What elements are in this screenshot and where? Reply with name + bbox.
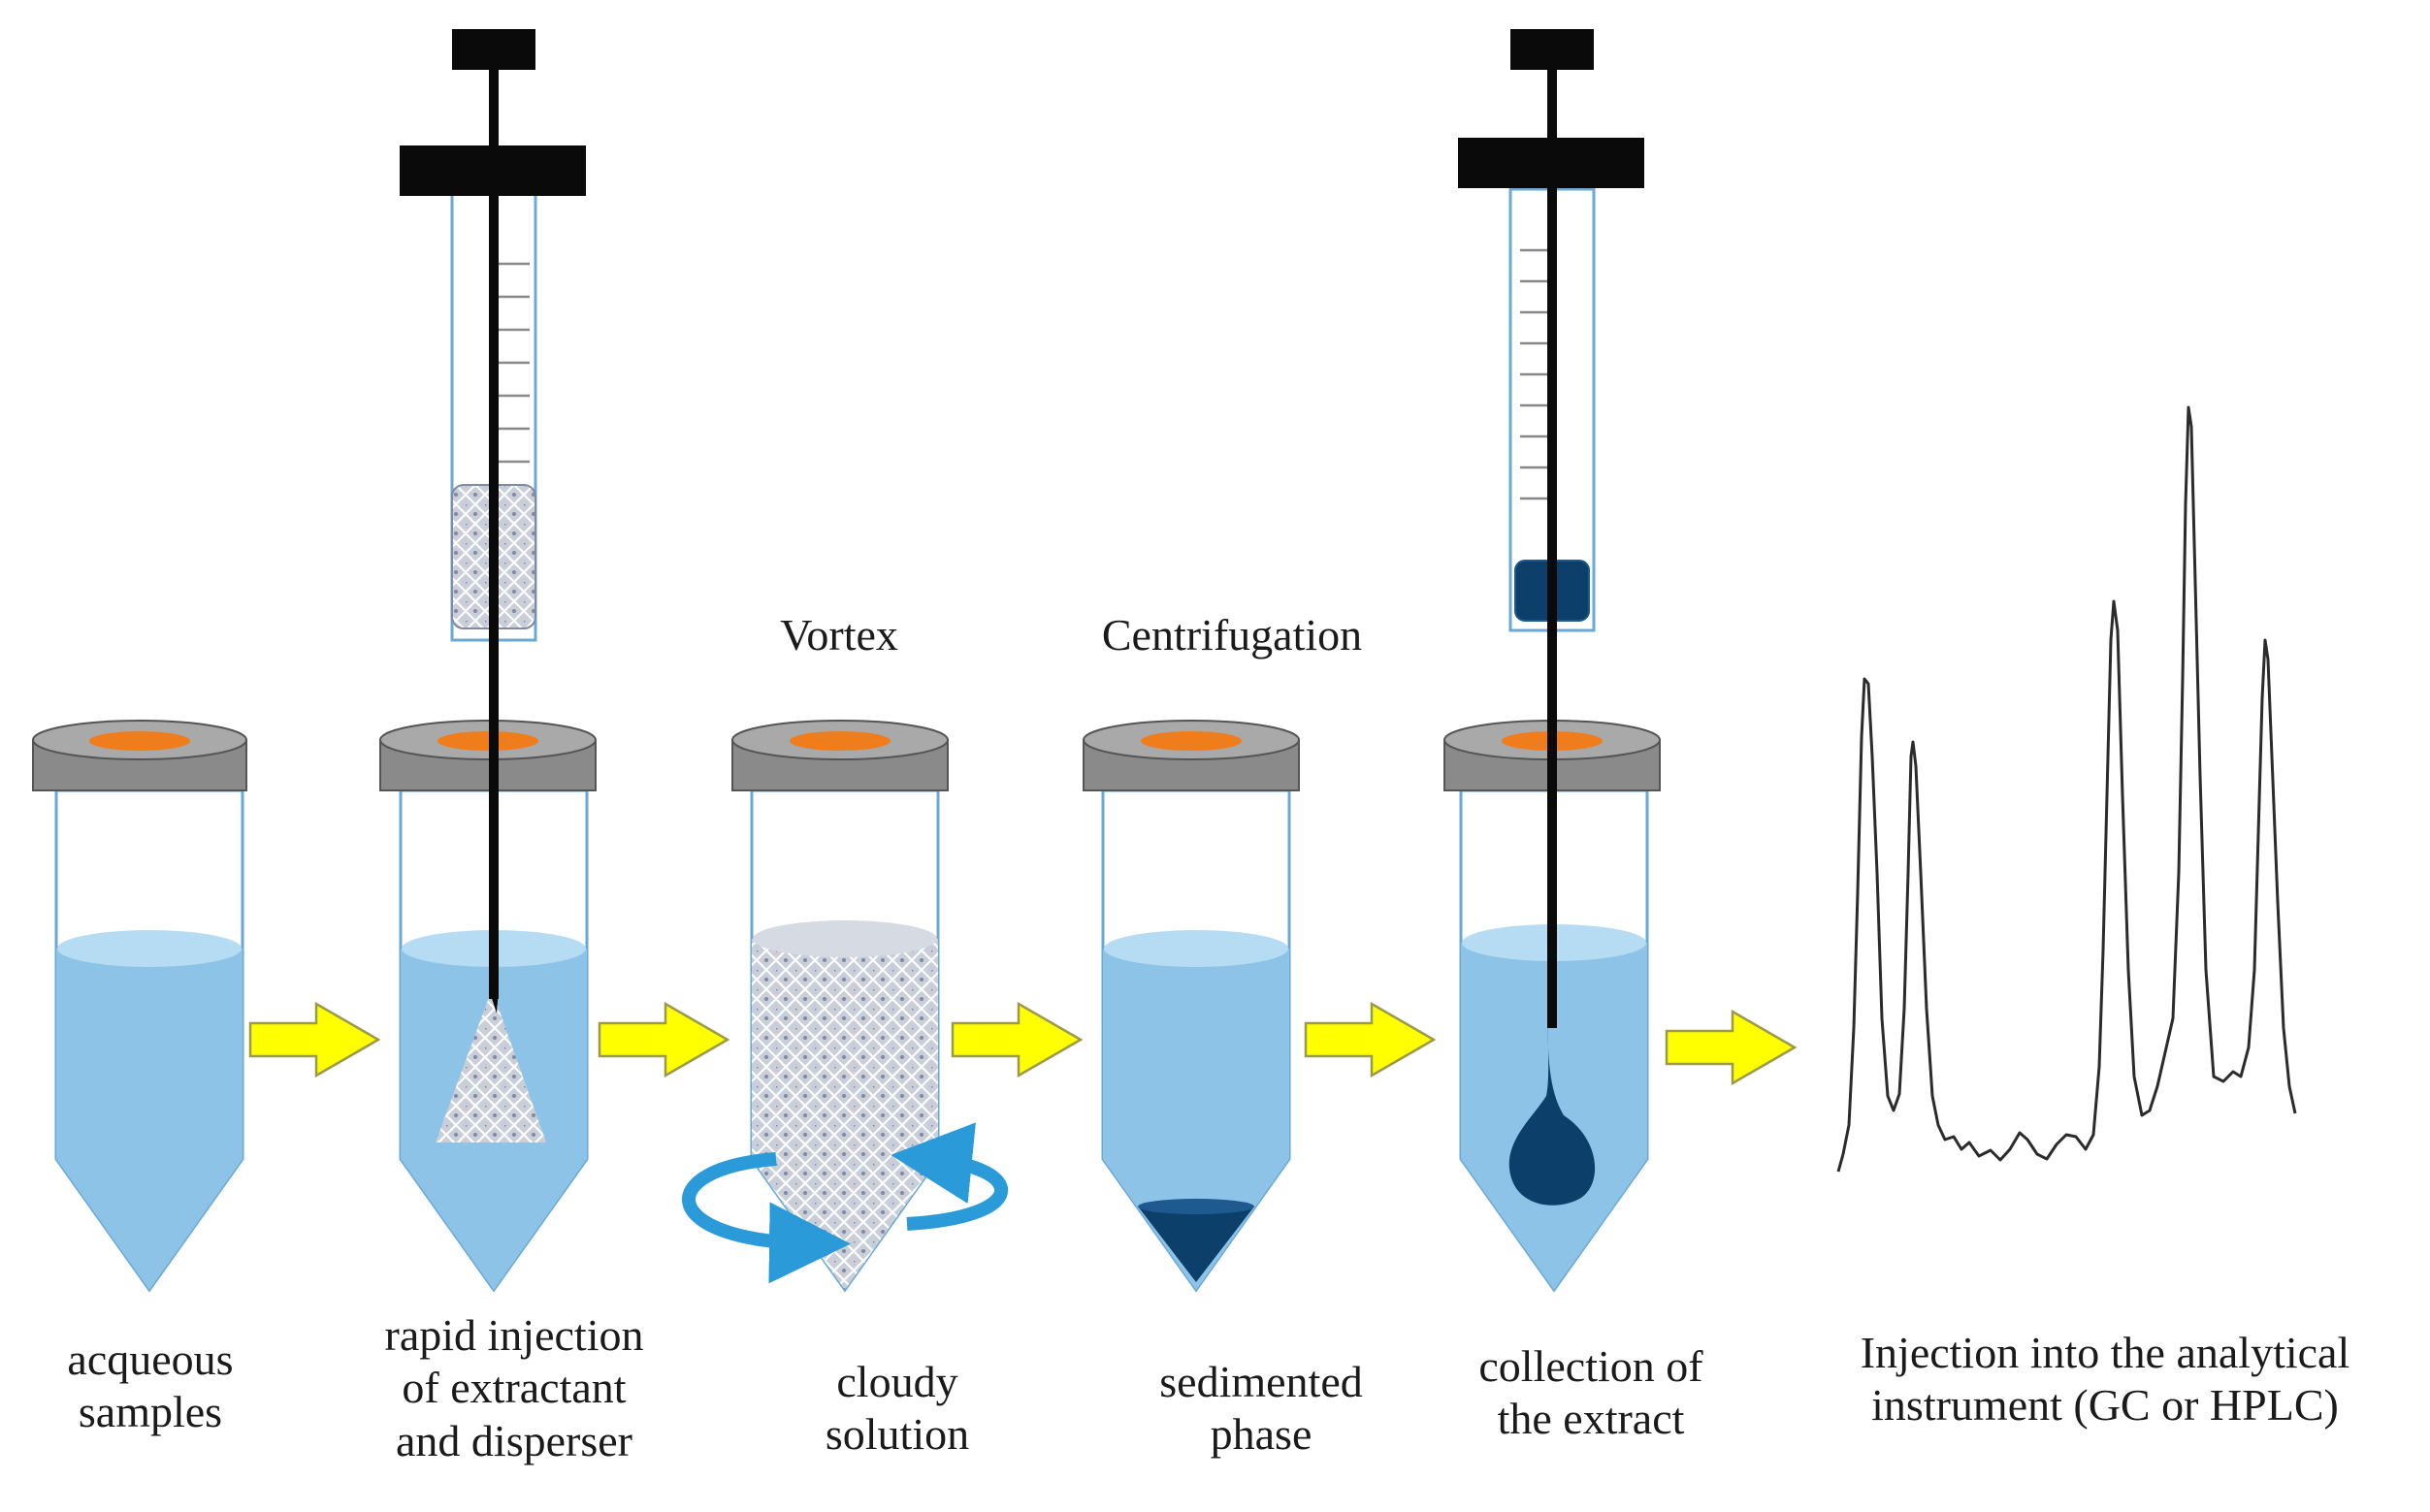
- flow-arrow-3: [951, 1001, 1084, 1078]
- flow-arrow-1: [248, 1001, 381, 1078]
- flow-arrow-2: [598, 1001, 730, 1078]
- syringe-1-flange: [400, 145, 586, 196]
- tube-1-liquid: [56, 949, 243, 1290]
- syringe-1-scale: [497, 262, 530, 464]
- vortex-label: Vortex: [780, 610, 898, 659]
- tube-1-septum: [89, 731, 190, 751]
- syringe-1-needle-tip: [489, 989, 499, 1013]
- caption-injection-instrument: Injection into the analytical instrument…: [1860, 1328, 2350, 1431]
- syringe-2-plunger-top: [1510, 29, 1594, 70]
- caption-sedimented-phase: sedimented phase: [1159, 1357, 1363, 1460]
- vortex-swirl-arrow-right: [682, 1152, 851, 1284]
- tube-3-septum: [790, 731, 891, 751]
- tube-4-liquid-surface: [1104, 930, 1288, 967]
- centrifugation-label: Centrifugation: [1101, 610, 1363, 659]
- syringe-1-plunger-top: [452, 29, 535, 70]
- tube-4-septum: [1141, 731, 1242, 751]
- tube-2-septum: [437, 731, 538, 751]
- vortex-swirl-arrow-left: [891, 1122, 1008, 1231]
- flow-arrow-5: [1665, 1009, 1798, 1086]
- caption-collection-extract: collection of the extract: [1478, 1341, 1703, 1444]
- tube-2-extractant-plume: [436, 989, 546, 1142]
- syringe-1: [400, 29, 586, 1013]
- caption-rapid-injection: rapid injection of extractant and disper…: [384, 1310, 644, 1465]
- tube-1: [32, 720, 247, 1293]
- tube-3-liquid-surface: [753, 920, 937, 957]
- chromatogram: [1836, 405, 2297, 1173]
- chromatogram-trace: [1836, 405, 2297, 1173]
- flow-arrows: [248, 1001, 1798, 1086]
- tube-1-liquid-surface: [57, 930, 242, 967]
- flow-arrow-4: [1304, 1001, 1437, 1078]
- caption-cloudy-solution: cloudy solution: [825, 1357, 970, 1460]
- syringe-2-flange: [1458, 138, 1644, 188]
- syringe-2: [1458, 29, 1644, 1028]
- tube-4-sedimented-phase: [1138, 1206, 1254, 1282]
- syringe-2-plunger-rod: [1547, 48, 1557, 1028]
- tube-5-extract-drop: [1508, 1009, 1596, 1206]
- caption-acqueous-samples: acqueous samples: [67, 1335, 234, 1437]
- tube-3: [682, 720, 1008, 1293]
- syringe-1-plunger-rod: [489, 48, 499, 999]
- tube-4: [1083, 720, 1300, 1293]
- tube-2: [379, 720, 597, 1293]
- tube-5: [1443, 720, 1661, 1293]
